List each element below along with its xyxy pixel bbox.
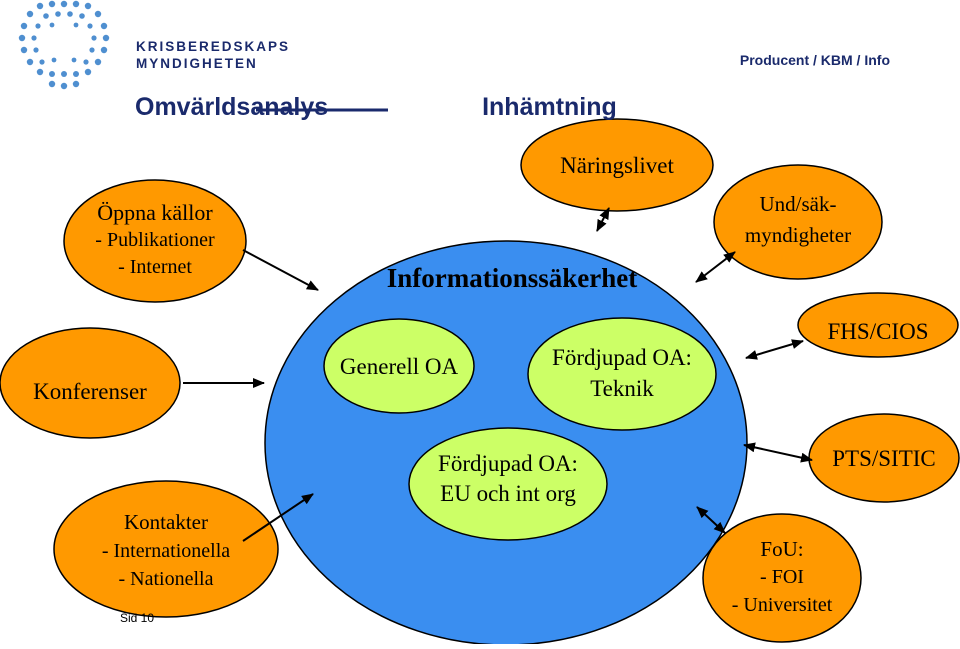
node-und-label-2: myndigheter — [745, 223, 851, 247]
node-eu-label-2: EU och int org — [440, 481, 576, 506]
node-teknik-label-2: Teknik — [590, 376, 654, 401]
page-number: Sid 10 — [120, 611, 155, 625]
node-generell-oa-label: Generell OA — [340, 354, 459, 379]
node-eu — [408, 427, 608, 541]
node-oppna-label-1: Öppna källor — [97, 200, 213, 225]
node-fou-label-3: - Universitet — [732, 594, 833, 616]
logo-wordmark: KRISBEREDSKAPS MYNDIGHETEN — [136, 38, 290, 72]
node-pts-label: PTS/SITIC — [832, 446, 936, 471]
node-fou — [702, 513, 862, 643]
node-oppna-kallor — [63, 179, 247, 303]
arrow-fou — [696, 506, 726, 534]
arrow-oppna-to-center — [242, 249, 319, 291]
node-oppna-label-3: - Internet — [118, 256, 192, 278]
node-konferenser-label: Konferenser — [33, 379, 147, 404]
logo-line-1: KRISBEREDSKAPS — [136, 39, 291, 54]
arrow-kontakter-to-center — [242, 493, 314, 542]
node-kontakter — [53, 480, 279, 618]
central-title: Informationssäkerhet — [387, 263, 638, 293]
node-naringslivet — [520, 118, 714, 212]
node-kontakter-label-1: Kontakter — [124, 510, 208, 534]
node-eu-label-1: Fördjupad OA: — [438, 451, 578, 476]
node-und-label-1: Und/säk- — [760, 192, 837, 216]
header-producer: Producent / KBM / Info — [739, 52, 890, 68]
node-fou-label-2: - FOI — [760, 566, 804, 588]
node-fhs-cios — [797, 292, 959, 358]
node-oppna-label-2: - Publikationer — [95, 229, 215, 251]
page-title: Omvärldsanalys Inhämtning — [135, 93, 617, 122]
arrow-naringslivet — [596, 207, 610, 232]
node-generell-oa — [323, 318, 475, 414]
page-title-part1: Omvärldsanalys — [135, 93, 329, 121]
logo-mark — [18, 0, 110, 90]
node-kontakter-label-2: - Internationella — [102, 540, 230, 562]
node-konferenser — [0, 327, 181, 439]
node-und-sak — [713, 164, 883, 280]
node-kontakter-label-3: - Nationella — [119, 568, 214, 590]
arrow-fhs-cios — [745, 339, 804, 360]
node-teknik — [527, 317, 717, 431]
logo-line-2: MYNDIGHETEN — [136, 56, 258, 71]
node-fou-label-1: FoU: — [760, 537, 803, 561]
node-teknik-label-1: Fördjupad OA: — [552, 345, 692, 370]
node-fhs-label: FHS/CIOS — [828, 319, 929, 344]
page-title-part2: Inhämtning — [482, 93, 617, 121]
arrow-und-sak — [695, 251, 736, 283]
arrow-pts-sitic — [743, 442, 813, 463]
node-naringslivet-label: Näringslivet — [560, 153, 674, 178]
